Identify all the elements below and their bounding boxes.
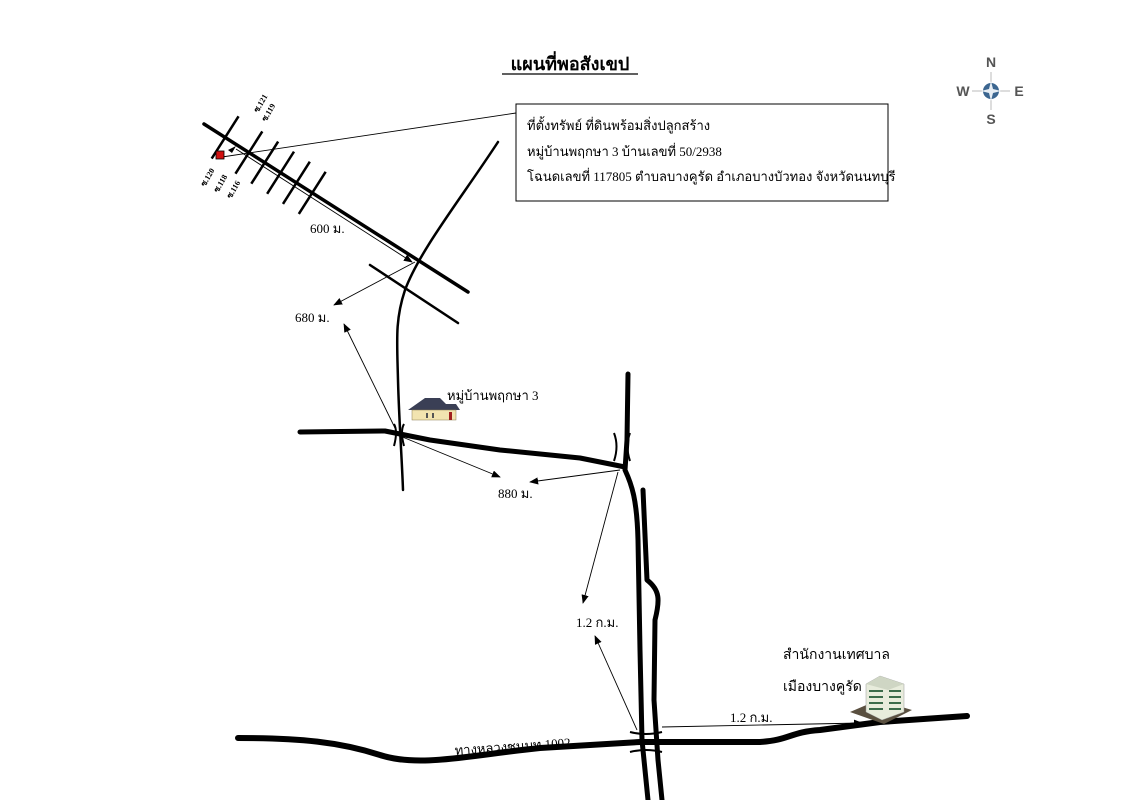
compass-west: W: [956, 83, 970, 99]
soi-116-label: ซ.116: [225, 179, 242, 200]
main-soi-road: [202, 122, 470, 294]
compass-south: S: [986, 111, 995, 127]
bridge-icon: [393, 423, 663, 753]
road-parallel: [368, 263, 460, 325]
property-marker: [215, 150, 225, 160]
info-line-3: โฉนดเลขที่ 117805 ตำบลบางคูรัด อำเภอบางบ…: [527, 168, 896, 185]
compass-icon: N S E W: [956, 54, 1023, 127]
property-arrow-icon: [228, 146, 236, 153]
property-info-box: ที่ตั้งทรัพย์ ที่ดินพร้อมสิ่งปลูกสร้าง ห…: [515, 103, 896, 202]
pointer-line: [221, 112, 517, 158]
compass-north: N: [986, 54, 996, 70]
compass-east: E: [1014, 83, 1023, 99]
highway-1002: [235, 713, 970, 764]
info-line-1: ที่ตั้งทรัพย์ ที่ดินพร้อมสิ่งปลูกสร้าง: [527, 116, 710, 134]
village-label: หมู่บ้านพฤกษา 3: [447, 388, 539, 404]
village-road: [297, 428, 628, 470]
distance-1-2km-a: 1.2 ก.ม.: [576, 615, 618, 630]
house-icon: [408, 398, 460, 421]
office-label-line1: สำนักงานเทศบาล: [783, 648, 890, 663]
office-building-icon: [850, 675, 912, 724]
ns-road-right: [640, 487, 665, 800]
office-label-line2: เมืองบางคูรัด: [783, 679, 862, 695]
info-line-2: หมู่บ้านพฤกษา 3 บ้านเลขที่ 50/2938: [527, 143, 722, 160]
highway-label: ทางหลวงชนบท 1002: [454, 735, 571, 758]
distance-600m: 600 ม.: [310, 221, 345, 236]
distance-680m: 680 ม.: [295, 310, 330, 325]
distance-880m: 880 ม.: [498, 486, 533, 501]
map-title: แผนที่พอสังเขป: [511, 51, 630, 74]
distance-1-2km-b: 1.2 ก.ม.: [730, 710, 772, 725]
distance-arrows: [235, 148, 863, 731]
ns-road-left: [622, 371, 651, 800]
